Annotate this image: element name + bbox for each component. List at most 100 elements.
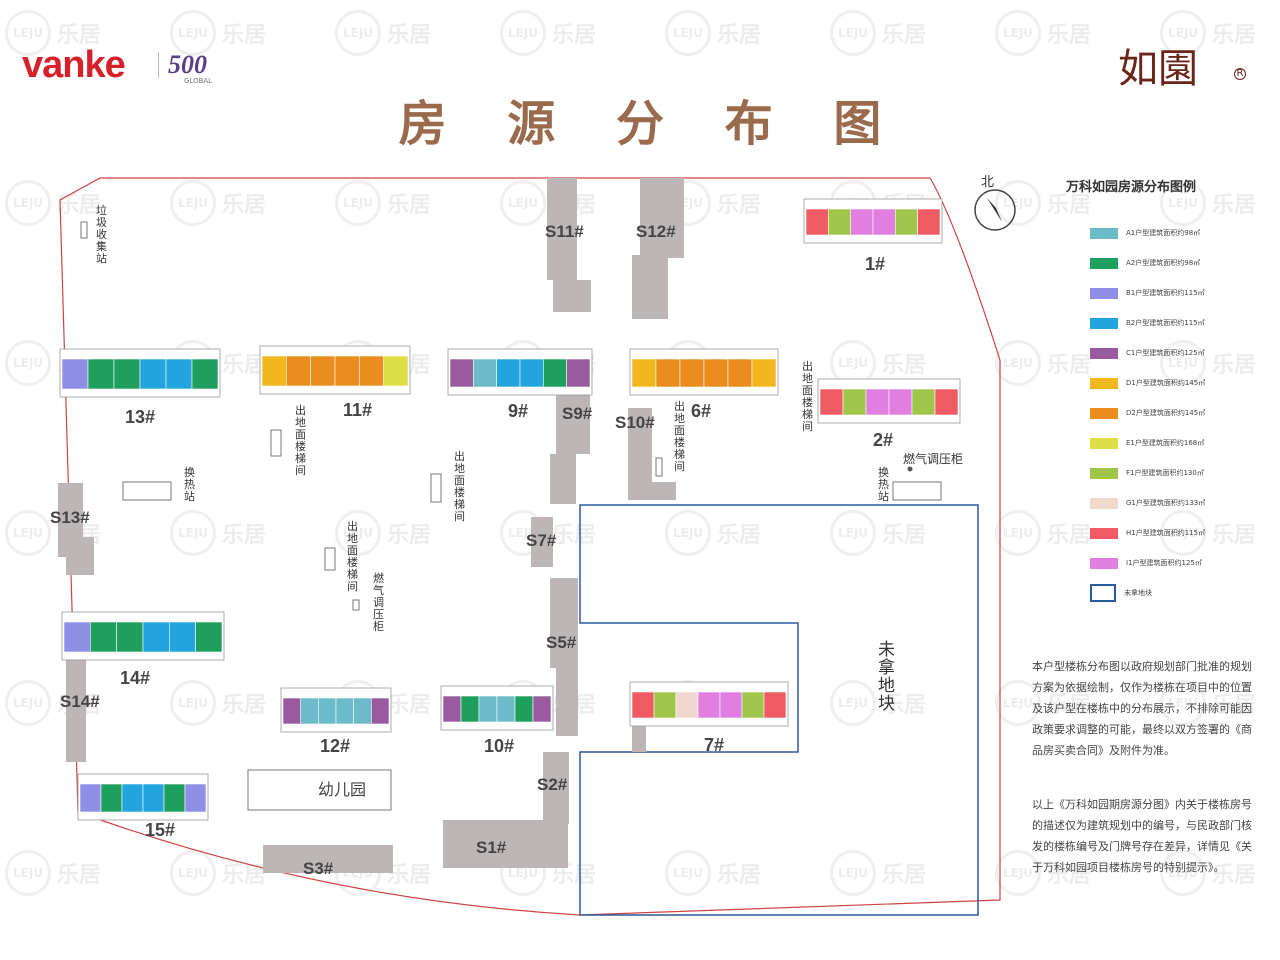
unit-A2: [163, 783, 186, 813]
unit-A2: [116, 621, 144, 653]
legend-item: A2户型建筑面积约98㎡: [1090, 256, 1200, 270]
unit-H1: [805, 208, 829, 236]
legend-swatch: [1090, 527, 1118, 539]
unit-H1: [631, 691, 655, 719]
heat-station-label: 换热站: [184, 465, 195, 503]
unit-A2: [460, 695, 480, 723]
unit-A2: [191, 358, 219, 390]
building-2: [817, 378, 961, 424]
unit-B2: [121, 783, 144, 813]
commercial-label-s1: S1#: [476, 838, 507, 857]
unit-F1: [842, 388, 867, 416]
unit-F1: [828, 208, 851, 236]
building-11: [259, 345, 411, 395]
unit-A2: [100, 783, 123, 813]
unit-A1: [473, 358, 497, 388]
stair-exit-label-5: 出地面楼梯间: [802, 359, 813, 433]
stair-box-3: [324, 547, 336, 571]
heat-station-box: [122, 481, 172, 501]
legend-item: H1户型建筑面积约115㎡: [1090, 526, 1205, 540]
legend-item: F1户型建筑面积约130㎡: [1090, 466, 1204, 480]
unit-B2: [139, 358, 167, 390]
legend-label: A1户型建筑面积约98㎡: [1126, 229, 1201, 237]
unit-D2: [310, 355, 336, 387]
unit-H1: [819, 388, 844, 416]
legend-swatch: [1090, 497, 1118, 509]
legend-swatch: [1090, 584, 1116, 602]
unit-A2: [543, 358, 567, 388]
disclaimer-note-2: 以上《万科如园期房源分图》内关于楼栋房号的描述仅为建筑规划中的编号，与民政部门核…: [1032, 798, 1252, 874]
commercial-label-s9: S9#: [562, 404, 593, 423]
unit-B1: [184, 783, 207, 813]
unit-A1: [478, 695, 498, 723]
stair-box-2: [430, 473, 442, 503]
building-1: [803, 198, 943, 244]
legend-swatch: [1090, 287, 1118, 299]
unit-C1: [532, 695, 552, 723]
building-label-11: 11#: [343, 400, 372, 420]
legend-label: F1户型建筑面积约130㎡: [1126, 469, 1204, 477]
unit-A2: [113, 358, 141, 390]
unit-H1: [763, 691, 787, 719]
gas-regulator-label-2: 燃气调压柜: [373, 571, 384, 633]
unit-A2: [195, 621, 223, 653]
gas-box-1: [352, 599, 360, 611]
legend-swatch: [1090, 317, 1118, 329]
legend-label: B2户型建筑面积约115㎡: [1126, 319, 1205, 327]
registered-mark: R: [1234, 68, 1246, 80]
unit-B1: [79, 783, 102, 813]
gas-regulator-label: 燃气调压柜: [903, 451, 963, 466]
unit-D1: [751, 358, 777, 388]
unit-F1: [895, 208, 918, 236]
unit-I1: [719, 691, 743, 719]
unit-C1: [449, 358, 474, 388]
commercial-label-s14: S14#: [60, 692, 100, 711]
unit-I1: [865, 388, 890, 416]
unit-D1: [261, 355, 287, 387]
unit-B2: [496, 358, 521, 388]
building-label-15: 15#: [145, 820, 175, 840]
unacquired-plot-label: 未拿地块: [878, 640, 895, 714]
unit-A2: [87, 358, 115, 390]
unit-H1: [917, 208, 941, 236]
unit-B2: [519, 358, 544, 388]
legend-swatch: [1090, 347, 1118, 359]
building-label-12: 12#: [320, 736, 350, 756]
unit-A1: [300, 697, 319, 725]
legend-item: D1户型建筑面积约145㎡: [1090, 376, 1205, 390]
vanke-500-logo: 500: [168, 50, 207, 79]
legend-item: B2户型建筑面积约115㎡: [1090, 316, 1205, 330]
building-label-7: 7#: [704, 735, 724, 755]
building-6: [629, 348, 779, 396]
site-boundary: [59, 177, 1001, 916]
legend-swatch: [1090, 377, 1118, 389]
legend-label: G1户型建筑面积约133㎡: [1126, 499, 1206, 507]
building-14: [61, 611, 225, 661]
north-label: 北: [981, 175, 994, 190]
stair-box-1: [270, 429, 282, 457]
unit-A2: [90, 621, 117, 653]
unit-A1: [335, 697, 354, 725]
building-label-9: 9#: [508, 401, 528, 421]
building-13: [59, 348, 221, 398]
legend-item: D2户型建筑面积约145㎡: [1090, 406, 1205, 420]
legend-label: B1户型建筑面积约115㎡: [1126, 289, 1205, 297]
unit-I1: [872, 208, 896, 236]
legend-label: D1户型建筑面积约145㎡: [1126, 379, 1206, 387]
legend-label: H1户型建筑面积约115㎡: [1126, 529, 1206, 537]
unit-C1: [566, 358, 591, 388]
legend-swatch: [1090, 407, 1118, 419]
building-10: [440, 685, 554, 731]
unit-H1: [934, 388, 959, 416]
building-label-1: 1#: [865, 254, 885, 274]
building-label-14: 14#: [120, 668, 150, 688]
vanke-500-sub: GLOBAL: [184, 77, 213, 85]
unit-E1: [383, 355, 409, 387]
legend-label: E1户型建筑面积约168㎡: [1126, 439, 1205, 447]
unit-B2: [142, 621, 170, 653]
unit-C1: [282, 697, 301, 725]
unit-C1: [371, 697, 390, 725]
building-label-13: 13#: [125, 407, 155, 427]
commercial-label-s2: S2#: [537, 775, 568, 794]
unit-D2: [334, 355, 360, 387]
